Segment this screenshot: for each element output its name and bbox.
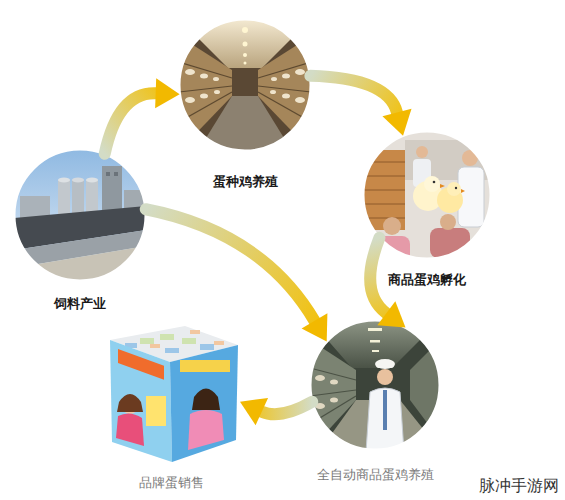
arrow-shaft [262, 402, 312, 414]
laying-house-photo [310, 320, 440, 452]
henhouse-photo [179, 19, 311, 151]
flow-arrow [310, 76, 411, 136]
arrow-head [377, 301, 405, 327]
photo-circle-node: 全自动商品蛋鸡养殖 [307, 320, 443, 483]
node-caption: 商品蛋鸡孵化 [360, 271, 494, 288]
arrow-shaft [105, 93, 156, 153]
photo-circle-node: 商品蛋鸡孵化 [360, 131, 494, 288]
arrow-head [302, 313, 328, 341]
photo-cube-node: 品牌蛋销售 [99, 322, 243, 491]
factory-photo [14, 149, 146, 281]
shape-area [102, 322, 240, 462]
photo-circle-node: 蛋种鸡养殖 [176, 19, 314, 190]
node-caption: 蛋种鸡养殖 [176, 173, 314, 190]
photo-circle-node: 饲料产业 [11, 149, 149, 312]
flow-arrow [146, 209, 328, 341]
arrow-head [155, 78, 180, 108]
arrow-head [382, 109, 411, 136]
flow-arrow [105, 78, 180, 153]
flow-arrow [240, 398, 312, 425]
shape-area [310, 320, 440, 450]
egg-display-cube [110, 326, 238, 462]
arrow-shaft [310, 76, 397, 113]
arrow-shaft [146, 209, 315, 321]
arrow-head [240, 398, 268, 425]
node-caption: 品牌蛋销售 [99, 474, 243, 491]
shape-area [363, 131, 491, 259]
node-caption: 全自动商品蛋鸡养殖 [307, 466, 443, 483]
shape-area [14, 149, 146, 281]
watermark-text: 脉冲手游网 [479, 476, 559, 496]
node-caption: 饲料产业 [11, 295, 149, 312]
shape-area [179, 19, 311, 151]
arrow-shaft [370, 238, 386, 313]
